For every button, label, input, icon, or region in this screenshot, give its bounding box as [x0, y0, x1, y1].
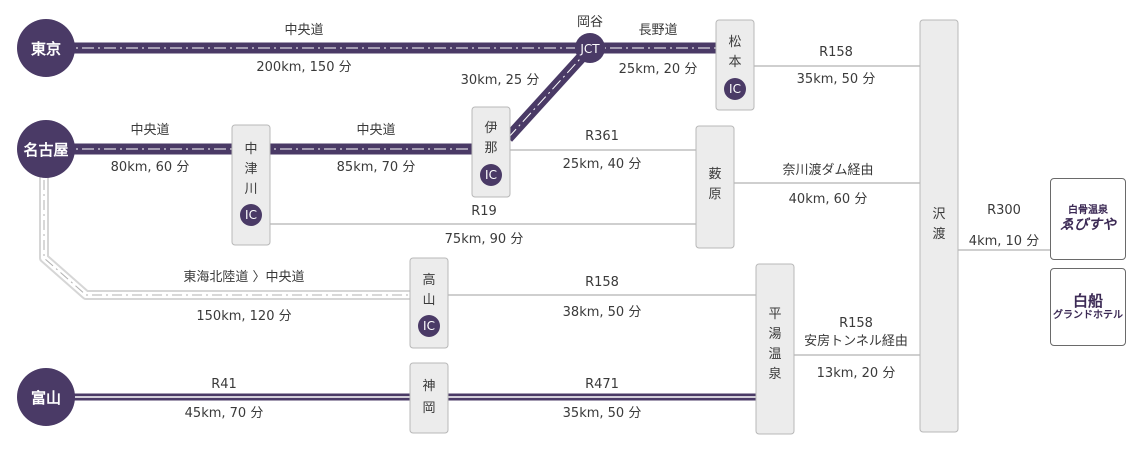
city-nagoya-label: 名古屋	[23, 141, 68, 159]
hotel-shirafune-line2: グランドホテル	[1053, 309, 1123, 321]
road-name: R19	[471, 204, 497, 219]
node-char: 湯	[768, 327, 781, 342]
node-takayama: 高 山 IC	[409, 257, 449, 349]
distance-time: 80km, 60 分	[111, 160, 190, 175]
road-name: R158	[585, 275, 619, 290]
node-kamioka: 神 岡	[409, 362, 449, 434]
ic-badge: IC	[485, 168, 497, 182]
node-char: 温	[768, 347, 781, 362]
distance-time: 85km, 70 分	[337, 160, 416, 175]
city-nagoya: 名古屋	[17, 120, 75, 178]
route-labels: 中央道 200km, 150 分 長野道 25km, 20 分 30km, 25…	[111, 23, 1040, 421]
road-name: R361	[585, 129, 619, 144]
road-name: 奈川渡ダム経由	[782, 162, 873, 178]
node-char: 川	[244, 182, 257, 197]
node-char: 中	[244, 142, 257, 157]
city-tokyo: 東京	[17, 19, 75, 77]
node-char: 高	[422, 272, 435, 288]
node-char: 岡	[422, 401, 435, 416]
regular-roads	[270, 65, 1050, 356]
node-matsumoto: 松 本 IC	[715, 19, 755, 111]
tokai-hokuriku-road	[39, 160, 410, 300]
road-name: 中央道	[130, 123, 169, 138]
jct-name: 岡谷	[577, 15, 603, 30]
expressways	[60, 42, 756, 401]
node-char: 沢	[932, 207, 945, 222]
node-char: 薮	[708, 167, 721, 182]
hotel-ebisuya-line2: ゑびすや	[1060, 216, 1116, 233]
distance-time: 25km, 20 分	[619, 62, 698, 77]
road-name: R158	[819, 45, 853, 60]
road-name: 中央道	[356, 123, 395, 138]
node-char: 松	[728, 35, 741, 50]
node-char: 那	[484, 141, 497, 156]
city-toyama-label: 富山	[31, 389, 61, 407]
node-char: 山	[422, 293, 435, 308]
node-char: 神	[422, 379, 435, 394]
hotel-ebisuya-text: 白骨温泉 ゑびすや	[1060, 205, 1116, 233]
node-hirayu-onsen: 平 湯 温 泉	[755, 263, 795, 435]
distance-time: 200km, 150 分	[256, 60, 351, 75]
road-via: 安房トンネル経由	[804, 333, 908, 349]
hotel-shirafune-text: 白船 グランドホテル	[1053, 291, 1123, 322]
hotel-shirafune-logo: 白船 グランドホテル	[1050, 268, 1126, 346]
distance-time: 150km, 120 分	[196, 309, 291, 324]
node-char: 伊	[484, 121, 497, 136]
city-tokyo-label: 東京	[31, 40, 61, 58]
jct-label: JCT	[579, 42, 600, 56]
distance-time: 35km, 50 分	[797, 72, 876, 87]
node-nakatsugawa: 中 津 川 IC	[231, 124, 271, 246]
node-char: 渡	[932, 226, 945, 242]
hotel-ebisuya-line1: 白骨温泉	[1068, 205, 1108, 217]
distance-time: 4km, 10 分	[969, 234, 1039, 249]
ic-badge: IC	[729, 82, 741, 96]
distance-time: 30km, 25 分	[461, 73, 540, 88]
distance-time: 75km, 90 分	[445, 232, 524, 247]
road-name: 長野道	[638, 23, 677, 38]
node-sawando: 沢 渡	[919, 19, 959, 433]
distance-time: 40km, 60 分	[789, 192, 868, 207]
distance-time: 13km, 20 分	[817, 366, 896, 381]
node-char: 本	[728, 55, 741, 70]
road-name: R471	[585, 377, 619, 392]
ic-badge: IC	[423, 319, 435, 333]
distance-time: 35km, 50 分	[563, 406, 642, 421]
road-name: R158	[839, 316, 873, 331]
node-ina: 伊 那 IC	[471, 106, 511, 198]
distance-time: 38km, 50 分	[563, 305, 642, 320]
road-name: R300	[987, 203, 1021, 218]
city-toyama: 富山	[17, 368, 75, 426]
distance-time: 25km, 40 分	[563, 157, 642, 172]
road-name: 東海北陸道 〉中央道	[183, 269, 304, 285]
node-char: 原	[708, 187, 721, 202]
road-name: 中央道	[284, 23, 323, 38]
node-char: 津	[244, 162, 257, 177]
node-char: 平	[768, 307, 781, 322]
road-name: R41	[211, 377, 237, 392]
node-yabuhara: 薮 原	[695, 125, 735, 249]
distance-time: 45km, 70 分	[185, 406, 264, 421]
node-char: 泉	[768, 366, 781, 382]
okaya-jct: 岡谷 JCT	[575, 15, 605, 63]
ic-badge: IC	[245, 208, 257, 222]
hotel-ebisuya-logo: 白骨温泉 ゑびすや	[1050, 178, 1126, 260]
hotel-shirafune-line1: 白船	[1072, 291, 1103, 310]
